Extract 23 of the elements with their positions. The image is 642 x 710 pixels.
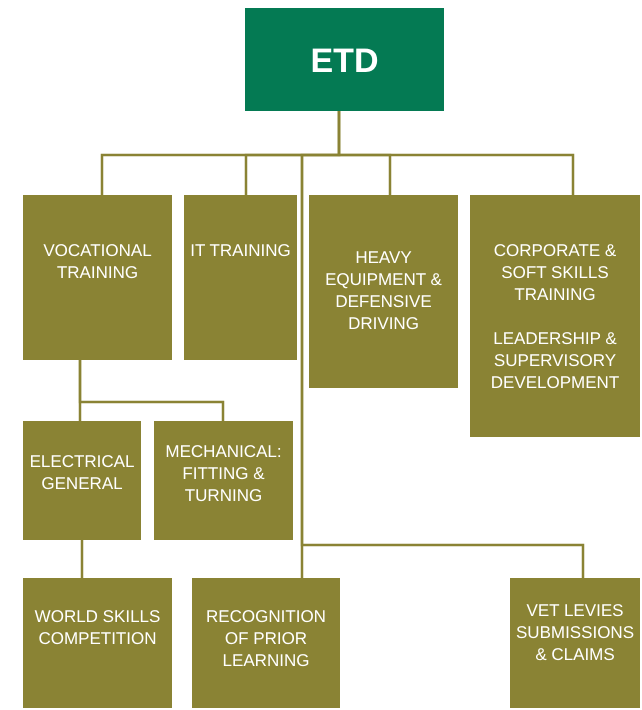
department-box (192, 578, 340, 708)
department-box (154, 421, 293, 540)
connector-line (78, 360, 224, 421)
department-label: VET LEVIES SUBMISSIONS & CLAIMS (514, 600, 636, 666)
department-box (470, 195, 640, 437)
department-box (309, 195, 458, 388)
department-label: HEAVY EQUIPMENT & DEFENSIVE DRIVING (324, 247, 443, 335)
department-label: ELECTRICAL GENERAL (28, 451, 136, 495)
department-box (23, 421, 141, 540)
department-box (184, 195, 297, 360)
department-label: RECOGNITION OF PRIOR LEARNING (205, 606, 327, 672)
department-label: MECHANICAL: FITTING & TURNING (164, 441, 283, 507)
department-label: CORPORATE & SOFT SKILLS TRAINING (492, 240, 618, 306)
department-label: LEADERSHIP & SUPERVISORY DEVELOPMENT (490, 328, 620, 394)
heading-text: ETD (310, 41, 380, 81)
department-box (23, 578, 172, 708)
department-box (23, 195, 172, 360)
department-box (510, 578, 640, 708)
connector-line (80, 540, 84, 578)
department-label: VOCATIONAL TRAINING (42, 240, 153, 284)
header-box (245, 8, 444, 111)
department-label: WORLD SKILLS COMPETITION (34, 606, 162, 650)
department-label: IT TRAINING (189, 240, 292, 262)
